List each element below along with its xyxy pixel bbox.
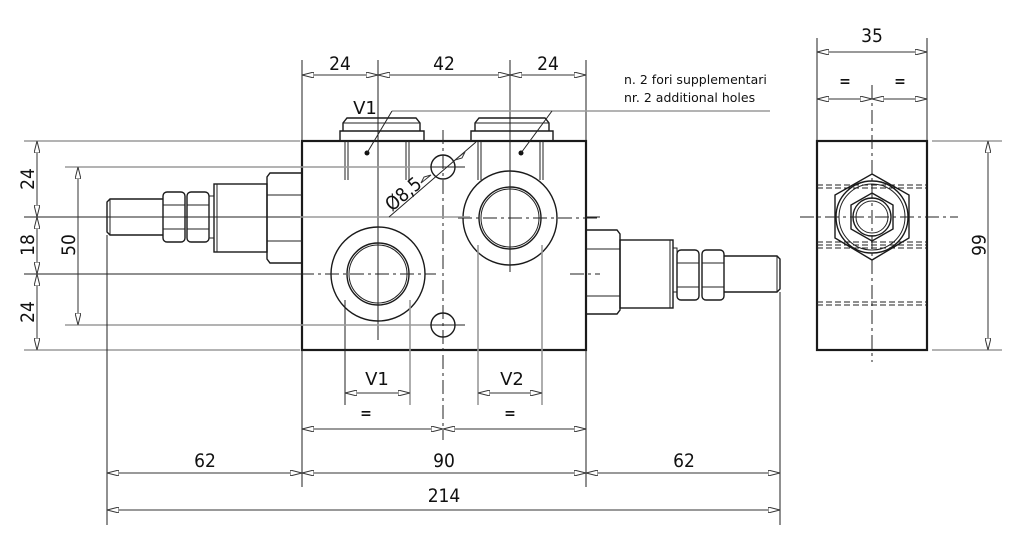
port-label-v1-bottom: V1 bbox=[365, 369, 389, 390]
note-leader: n. 2 fori supplementari nr. 2 additional… bbox=[366, 72, 770, 154]
side-width-dimensions: 35 = = bbox=[816, 25, 928, 141]
top-port-cap-v2 bbox=[470, 117, 554, 141]
dim-side-width: 35 bbox=[861, 25, 883, 47]
hole-diameter-label: Ø8,5 bbox=[381, 173, 426, 216]
dim-bottom-middle: 90 bbox=[433, 450, 455, 472]
dim-left-top: 24 bbox=[17, 168, 39, 190]
right-height-dimension: 66 bbox=[932, 140, 1002, 351]
dim-overall-length: 214 bbox=[428, 485, 461, 507]
note-line-italian: n. 2 fori supplementari bbox=[624, 72, 767, 87]
dim-right-height: 66 bbox=[967, 234, 989, 256]
dim-left-middle: 18 bbox=[17, 234, 39, 256]
bottom-port-dimensions: V1 V2 = = bbox=[302, 369, 586, 429]
valve-body-side-view bbox=[800, 85, 958, 362]
hole-diameter-callout: Ø8,5 bbox=[381, 141, 477, 218]
dim-left-hole-spacing: 50 bbox=[58, 234, 80, 256]
right-fitting bbox=[586, 229, 781, 315]
dim-top-left: 24 bbox=[329, 53, 351, 75]
valve-body-outline bbox=[300, 139, 588, 352]
dim-left-bottom: 24 bbox=[17, 301, 39, 323]
top-dimensions: 24 42 24 bbox=[301, 53, 587, 141]
dim-side-eq-right: = bbox=[894, 74, 906, 90]
dim-side-eq-left: = bbox=[839, 74, 851, 90]
dim-bottom-right: 62 bbox=[673, 450, 695, 472]
valve-body-front-view bbox=[300, 60, 600, 440]
bottom-length-dimensions: 62 90 62 214 bbox=[106, 235, 781, 525]
left-fitting bbox=[106, 172, 302, 264]
dim-v1-eq: = bbox=[360, 406, 372, 422]
top-port-cap-v1 bbox=[339, 117, 425, 141]
left-height-dimensions: 24 18 24 50 bbox=[17, 141, 80, 350]
port-label-v2-bottom: V2 bbox=[500, 369, 524, 390]
port-label-v1-top: V1 bbox=[353, 98, 377, 119]
dim-top-right: 24 bbox=[537, 53, 559, 75]
dim-bottom-left: 62 bbox=[194, 450, 216, 472]
note-line-english: nr. 2 additional holes bbox=[624, 90, 755, 105]
dim-v2-eq: = bbox=[504, 406, 516, 422]
dim-top-middle: 42 bbox=[433, 53, 455, 75]
